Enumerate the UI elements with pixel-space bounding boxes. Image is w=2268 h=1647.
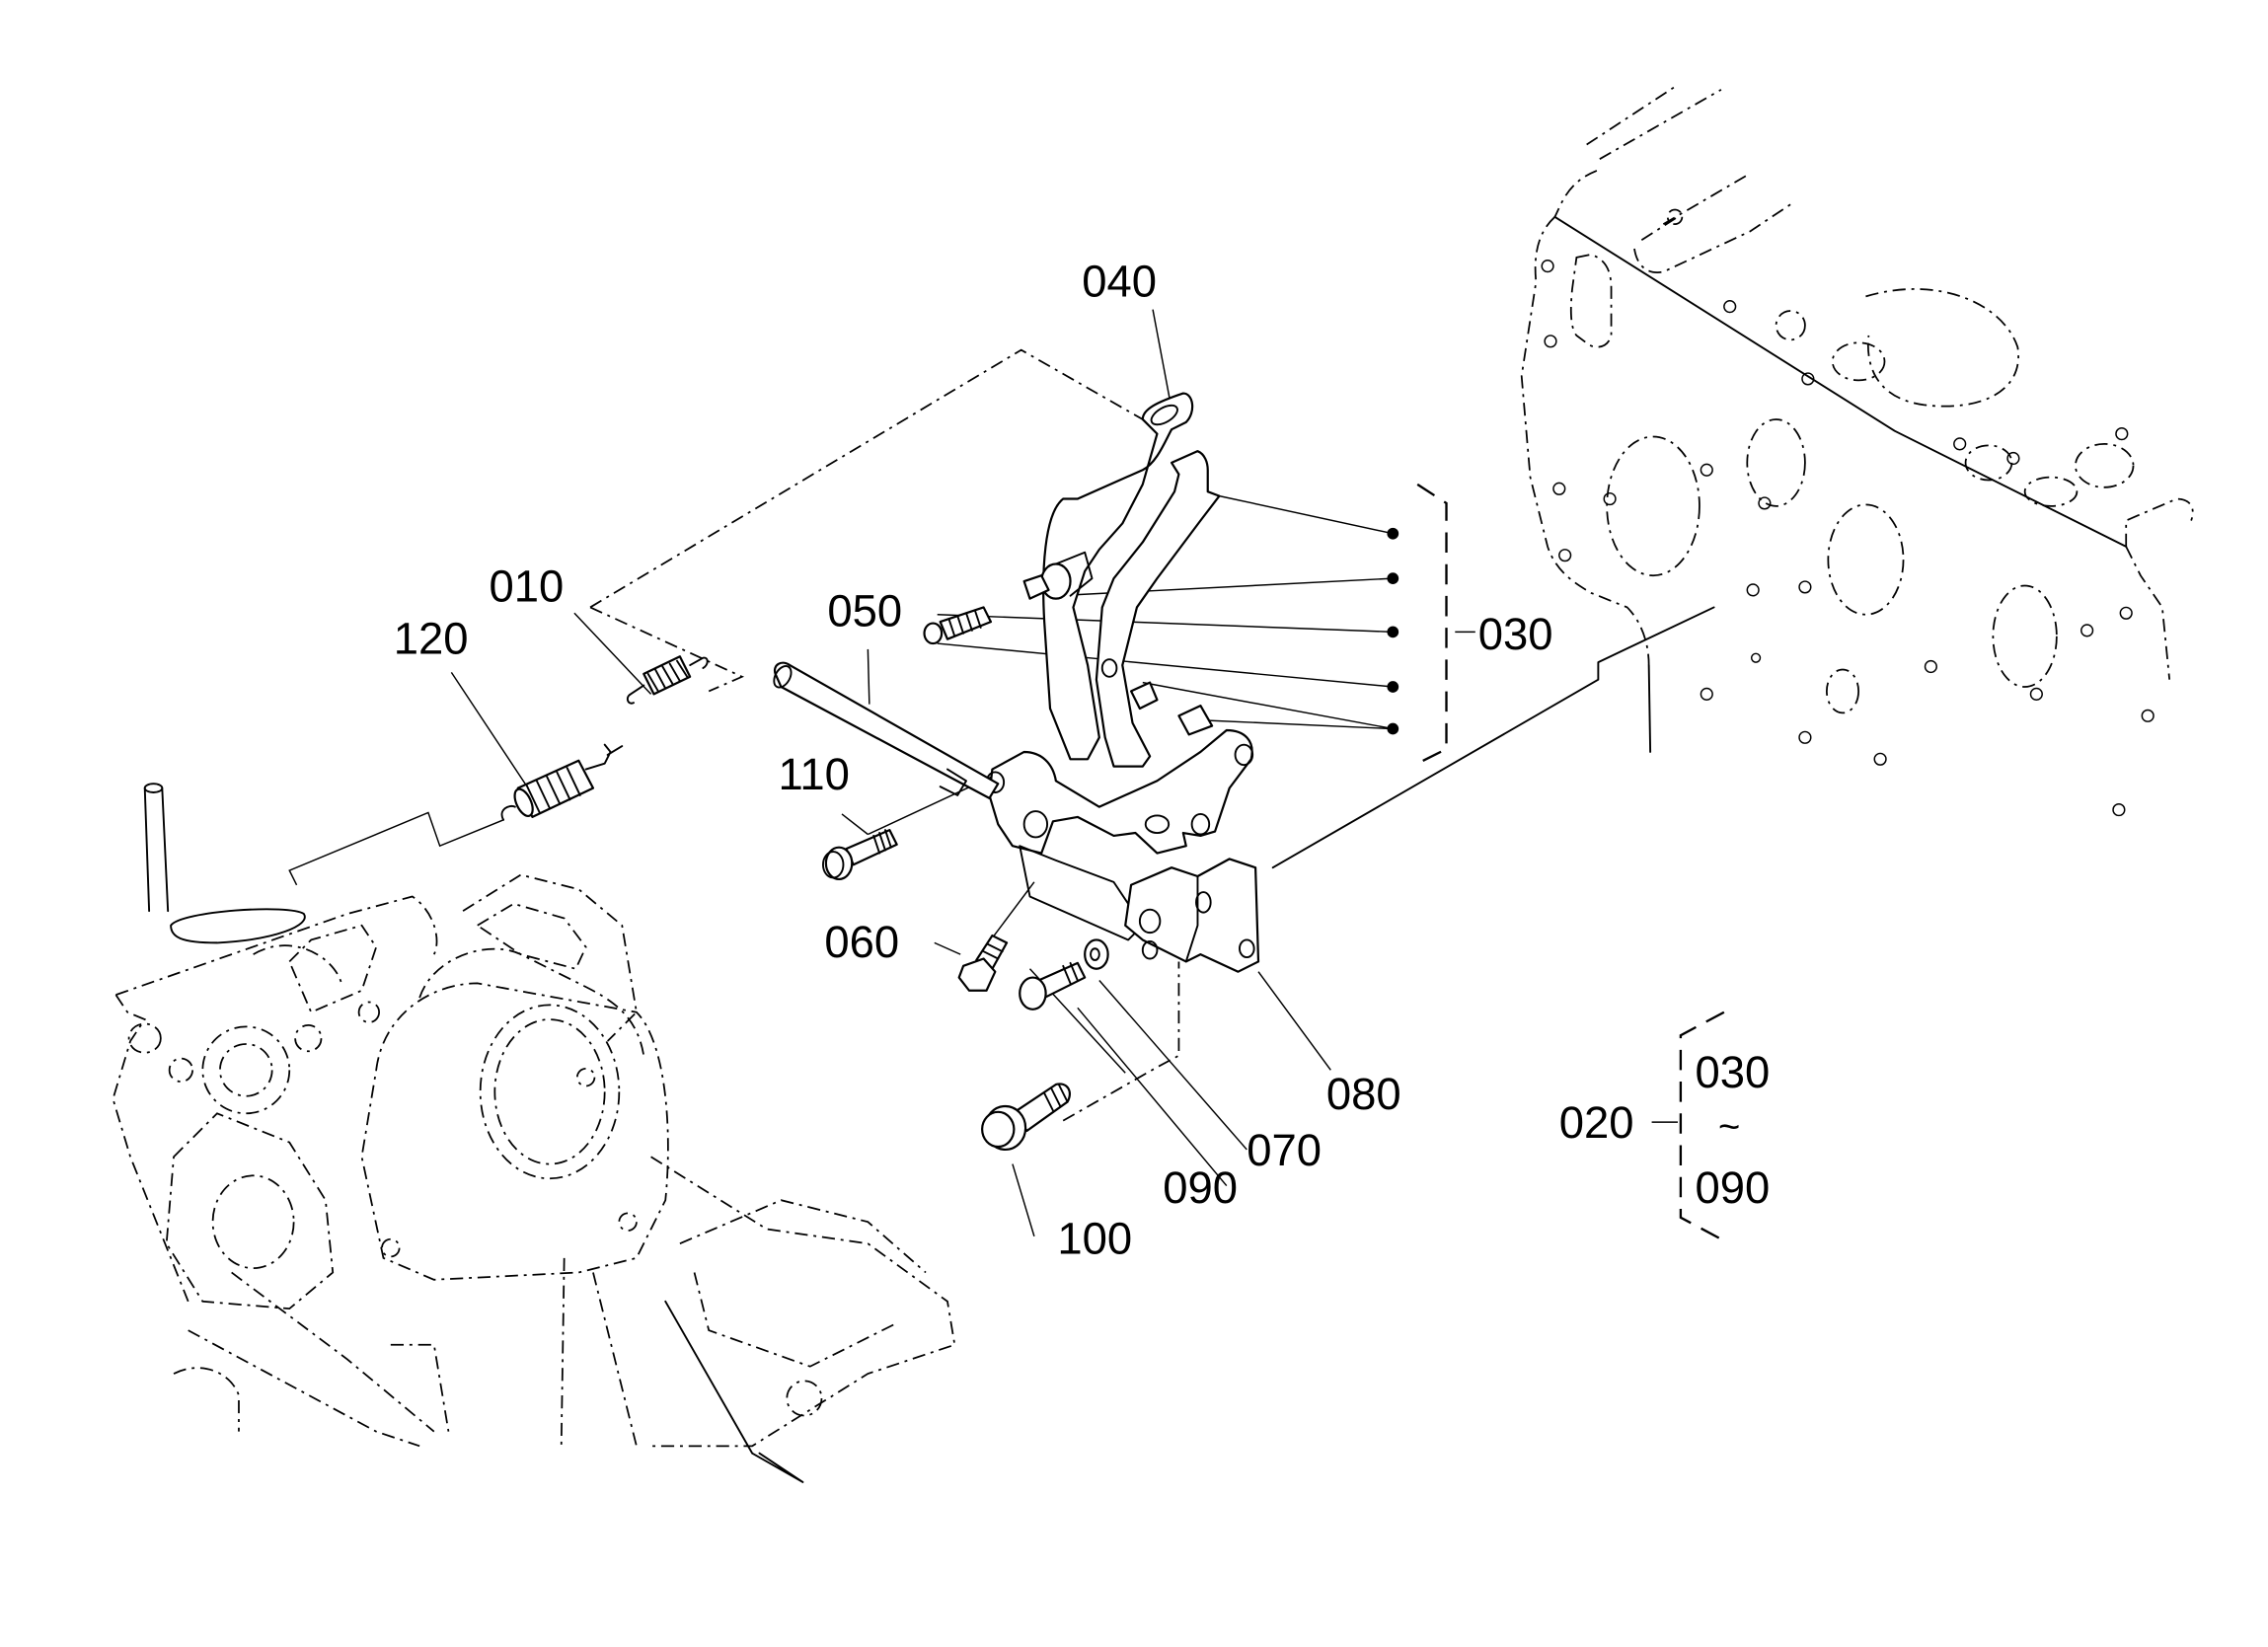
dot-5 (1387, 722, 1399, 735)
part-090-bolt (1019, 961, 1087, 1011)
dot-1 (1387, 527, 1399, 540)
bracket-030 (1416, 483, 1448, 765)
dot-2 (1387, 572, 1399, 584)
callout-040: 040 (1082, 256, 1157, 306)
subassembly-030-dots (1387, 483, 1448, 765)
part-110-bolt (822, 828, 898, 881)
callout-020: 020 (1559, 1097, 1634, 1148)
callout-080: 080 (1326, 1069, 1401, 1119)
callout-060: 060 (824, 917, 899, 967)
dot-4 (1387, 681, 1399, 693)
range-end: 090 (1696, 1162, 1771, 1213)
callout-120: 120 (394, 613, 469, 663)
callout-100: 100 (1057, 1213, 1132, 1263)
callout-050: 050 (827, 585, 902, 636)
part-100-bolt (981, 1083, 1071, 1152)
bolt-holes (1541, 260, 2155, 817)
part-070-washer (1084, 938, 1109, 970)
part-060-bolt (957, 934, 1009, 992)
assembly-bracket-020: 020 030 ~ 090 (1559, 1011, 1771, 1242)
part-050-shaft (773, 661, 1000, 799)
callout-030: 030 (1478, 609, 1553, 659)
callout-010: 010 (489, 561, 564, 612)
part-010-spring (626, 655, 709, 705)
range-separator: ~ (1718, 1107, 1740, 1149)
callout-labels: 040 010 120 050 030 110 060 080 070 090 … (394, 256, 1553, 1263)
callout-110: 110 (779, 749, 850, 799)
part-120-spring (500, 743, 624, 821)
dot-3 (1387, 626, 1399, 638)
engine-block-right (1520, 86, 2194, 817)
gear-case-left (112, 783, 956, 1483)
range-start: 030 (1696, 1047, 1771, 1097)
callout-090: 090 (1163, 1162, 1238, 1213)
pins-and-screws (923, 574, 1214, 736)
leader-lines (288, 309, 1715, 1237)
part-080-bracket (1124, 858, 1260, 973)
callout-070: 070 (1247, 1125, 1322, 1175)
